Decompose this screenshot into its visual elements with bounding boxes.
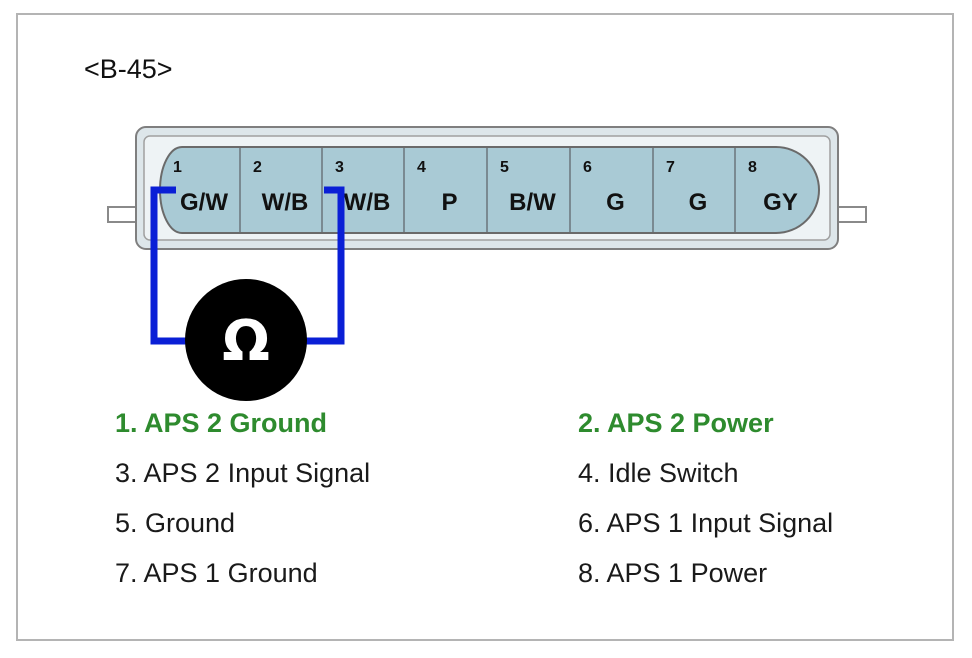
pin-wire-color-2: W/B — [262, 189, 309, 216]
legend-item-4: 4. Idle Switch — [578, 458, 739, 488]
connector-pin-body — [159, 146, 820, 234]
legend-item-2: 2. APS 2 Power — [578, 408, 774, 438]
legend-item-6: 6. APS 1 Input Signal — [578, 508, 834, 538]
ohm-symbol: Ω — [222, 309, 270, 374]
legend-item-1: 1. APS 2 Ground — [115, 408, 328, 438]
pin-number-2: 2 — [253, 159, 262, 176]
pin-wire-color-3: W/B — [344, 189, 391, 216]
pin-number-1: 1 — [173, 159, 182, 176]
pin-number-3: 3 — [335, 159, 344, 176]
pin-wire-color-8: GY — [763, 189, 798, 216]
ohmmeter-icon — [185, 279, 307, 401]
legend-item-7: 7. APS 1 Ground — [115, 558, 318, 588]
probe-wire-pin1 — [150, 186, 192, 345]
pin-number-4: 4 — [417, 159, 426, 176]
pin-number-5: 5 — [500, 159, 509, 176]
probe-wire-pin3 — [300, 186, 345, 345]
pin-wire-color-5: B/W — [509, 189, 556, 216]
pin-number-8: 8 — [748, 159, 757, 176]
connector-id-label: <B-45> — [84, 54, 173, 84]
pin-wire-color-7: G — [689, 189, 708, 216]
diagram-frame — [16, 13, 954, 641]
pin-number-6: 6 — [583, 159, 592, 176]
legend-item-3: 3. APS 2 Input Signal — [115, 458, 371, 488]
pin-number-7: 7 — [666, 159, 675, 176]
legend-item-5: 5. Ground — [115, 508, 236, 538]
pin-wire-color-1: G/W — [180, 189, 228, 216]
pin-wire-color-6: G — [606, 189, 625, 216]
legend-item-8: 8. APS 1 Power — [578, 558, 768, 588]
pin-wire-color-4: P — [441, 189, 457, 216]
